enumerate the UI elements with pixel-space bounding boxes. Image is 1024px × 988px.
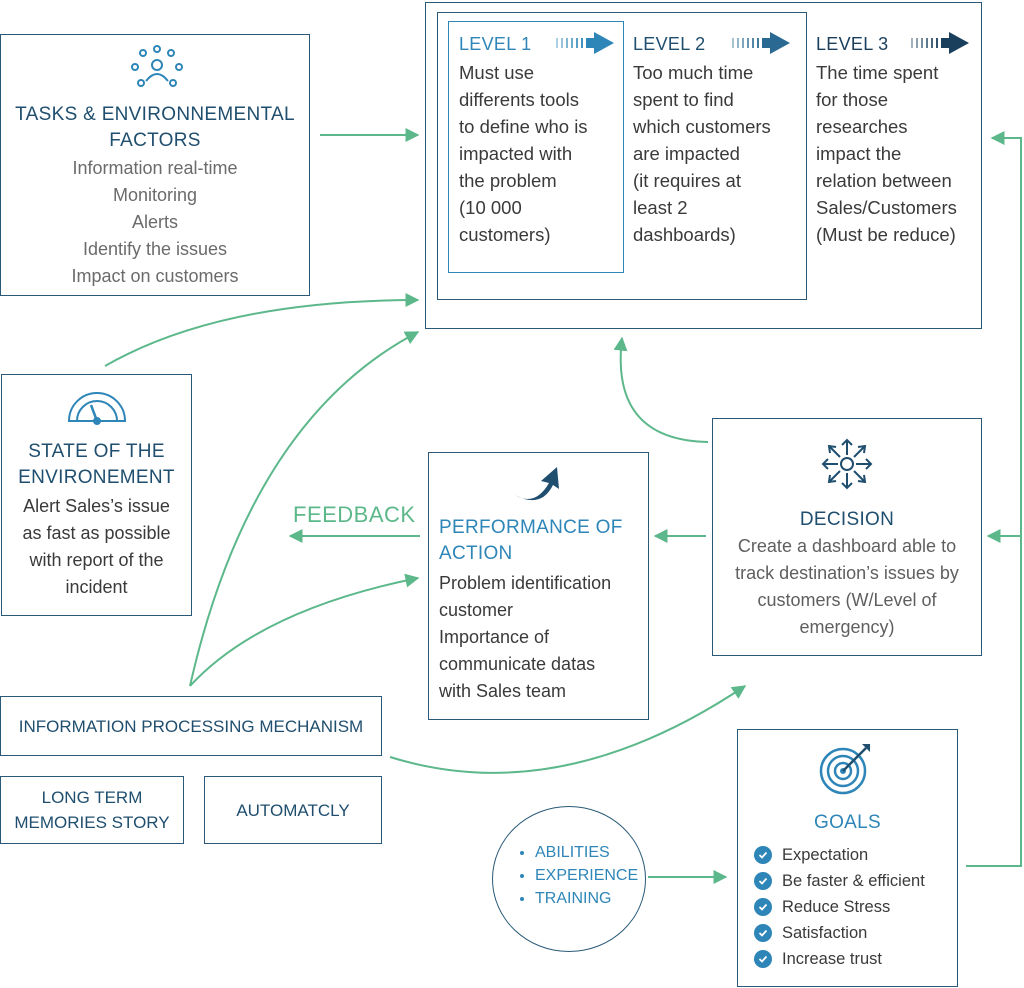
state-line: Alert Sales’s issue [23,496,170,516]
goal-item: Expectation [754,842,925,868]
people-network-icon [131,45,183,87]
level2-arrow-icon [732,32,790,54]
state-box: STATE OF THE ENVIRONEMENT Alert Sales’s … [1,374,192,616]
arrow-goals-to-levels [966,131,1022,867]
tasks-item: Impact on customers [71,266,239,286]
goal-item: Be faster & efficient [754,868,925,894]
performance-line: communicate datas [439,654,596,674]
level1-box [448,21,624,273]
level2-line: dashboards) [633,224,736,245]
level1-line: the problem [459,170,557,191]
performance-line: Importance of [439,627,550,647]
level1-line: (10 000 [459,197,522,218]
decision-line: customers (W/Level of [757,590,937,610]
state-line: as fast as possible [22,523,171,543]
goal-item-label: Satisfaction [782,923,868,942]
goal-item: Satisfaction [754,920,925,946]
level1-label: LEVEL 1 [459,34,532,54]
level2-line: (it requires at [633,170,741,191]
abilities-item: EXPERIENCE [535,864,638,887]
curved-up-arrow-icon [515,467,559,501]
check-icon [754,924,772,942]
level1-arrow-icon [556,32,614,54]
performance-title-line2: ACTION [439,543,513,564]
level2-line: are impacted [633,143,740,164]
level3-arrow-icon [911,32,969,54]
check-icon [754,872,772,890]
goal-item: Reduce Stress [754,894,925,920]
long-term-line2: MEMORIES STORY [14,813,170,832]
level3-line: for those [816,89,888,110]
goal-item: Increase trust [754,946,925,972]
abilities-circle: ABILITIES EXPERIENCE TRAINING [492,806,646,952]
level2-line: Too much time [633,62,754,83]
long-term-line1: LONG TERM [41,788,143,807]
target-icon [819,744,870,795]
decision-line: Create a dashboard able to [737,536,957,556]
decision-line: track destination’s issues by [735,563,959,583]
arrow-decision-to-levels [613,336,709,443]
tasks-box: TASKS & ENVIRONNEMENTAL FACTORS Informat… [0,34,310,296]
level2-line: which customers [633,116,771,137]
arrow-info-to-performance [189,573,420,687]
check-icon [754,950,772,968]
info-processing-label: INFORMATION PROCESSING MECHANISM [18,716,364,736]
performance-line: customer [439,600,514,620]
level1-line: Must use [459,62,535,83]
level3-line: (Must be reduce) [816,224,956,245]
tasks-item: Information real-time [72,158,238,178]
goals-box: GOALS Expectation Be faster & efficient … [737,729,958,987]
tasks-title-line2: FACTORS [109,130,201,151]
decision-arrows-icon [821,438,873,490]
level3-label: LEVEL 3 [816,34,889,54]
performance-line: with Sales team [439,681,567,701]
arrow-state-to-levels [104,293,420,367]
state-line: with report of the [29,550,164,570]
level1-line: differents tools [459,89,579,110]
decision-line: emergency) [799,617,895,637]
performance-line: Problem identification [439,573,612,593]
level2-line: least 2 [633,197,688,218]
level1-line: to define who is [459,116,588,137]
check-icon [754,898,772,916]
tasks-title-line1: TASKS & ENVIRONNEMENTAL [15,104,295,125]
decision-title: DECISION [799,509,895,530]
info-processing-box: INFORMATION PROCESSING MECHANISM [0,696,382,756]
tasks-item: Alerts [131,212,178,232]
level1-line: impacted with [459,143,573,164]
goal-item-label: Be faster & efficient [782,871,925,890]
level3-line: The time spent [816,62,939,83]
performance-box: PERFORMANCE OF ACTION Problem identifica… [428,452,649,720]
tasks-item: Identify the issues [82,239,228,259]
automatic-label: AUTOMATCLY [236,800,350,820]
goal-item-label: Expectation [782,845,869,864]
feedback-label: FEEDBACK [293,502,416,527]
abilities-item: TRAINING [535,887,638,910]
level3-line: relation between [816,170,952,191]
state-line: incident [65,577,128,597]
level3-line: researches [816,116,908,137]
goals-title: GOALS [814,812,881,833]
level3-line: impact the [816,143,902,164]
state-title-line1: STATE OF THE [28,441,165,462]
level2-line: spent to find [633,89,734,110]
level3-line: Sales/Customers [816,197,957,218]
goal-item-label: Reduce Stress [782,897,891,916]
decision-box: DECISION Create a dashboard able to trac… [712,418,982,656]
arrow-info-to-decision [389,685,747,774]
check-icon [754,846,772,864]
tasks-item: Monitoring [112,185,198,205]
goal-item-label: Increase trust [782,949,882,968]
arrow-info-to-levels [189,331,420,687]
long-term-box: LONG TERM MEMORIES STORY [0,776,184,844]
level2-label: LEVEL 2 [633,34,706,54]
gauge-icon [67,392,127,425]
abilities-item: ABILITIES [535,841,638,864]
performance-title-line1: PERFORMANCE OF [439,517,623,538]
automatic-box: AUTOMATCLY [204,776,382,844]
state-title-line2: ENVIRONEMENT [18,467,175,488]
level1-line: customers) [459,224,551,245]
